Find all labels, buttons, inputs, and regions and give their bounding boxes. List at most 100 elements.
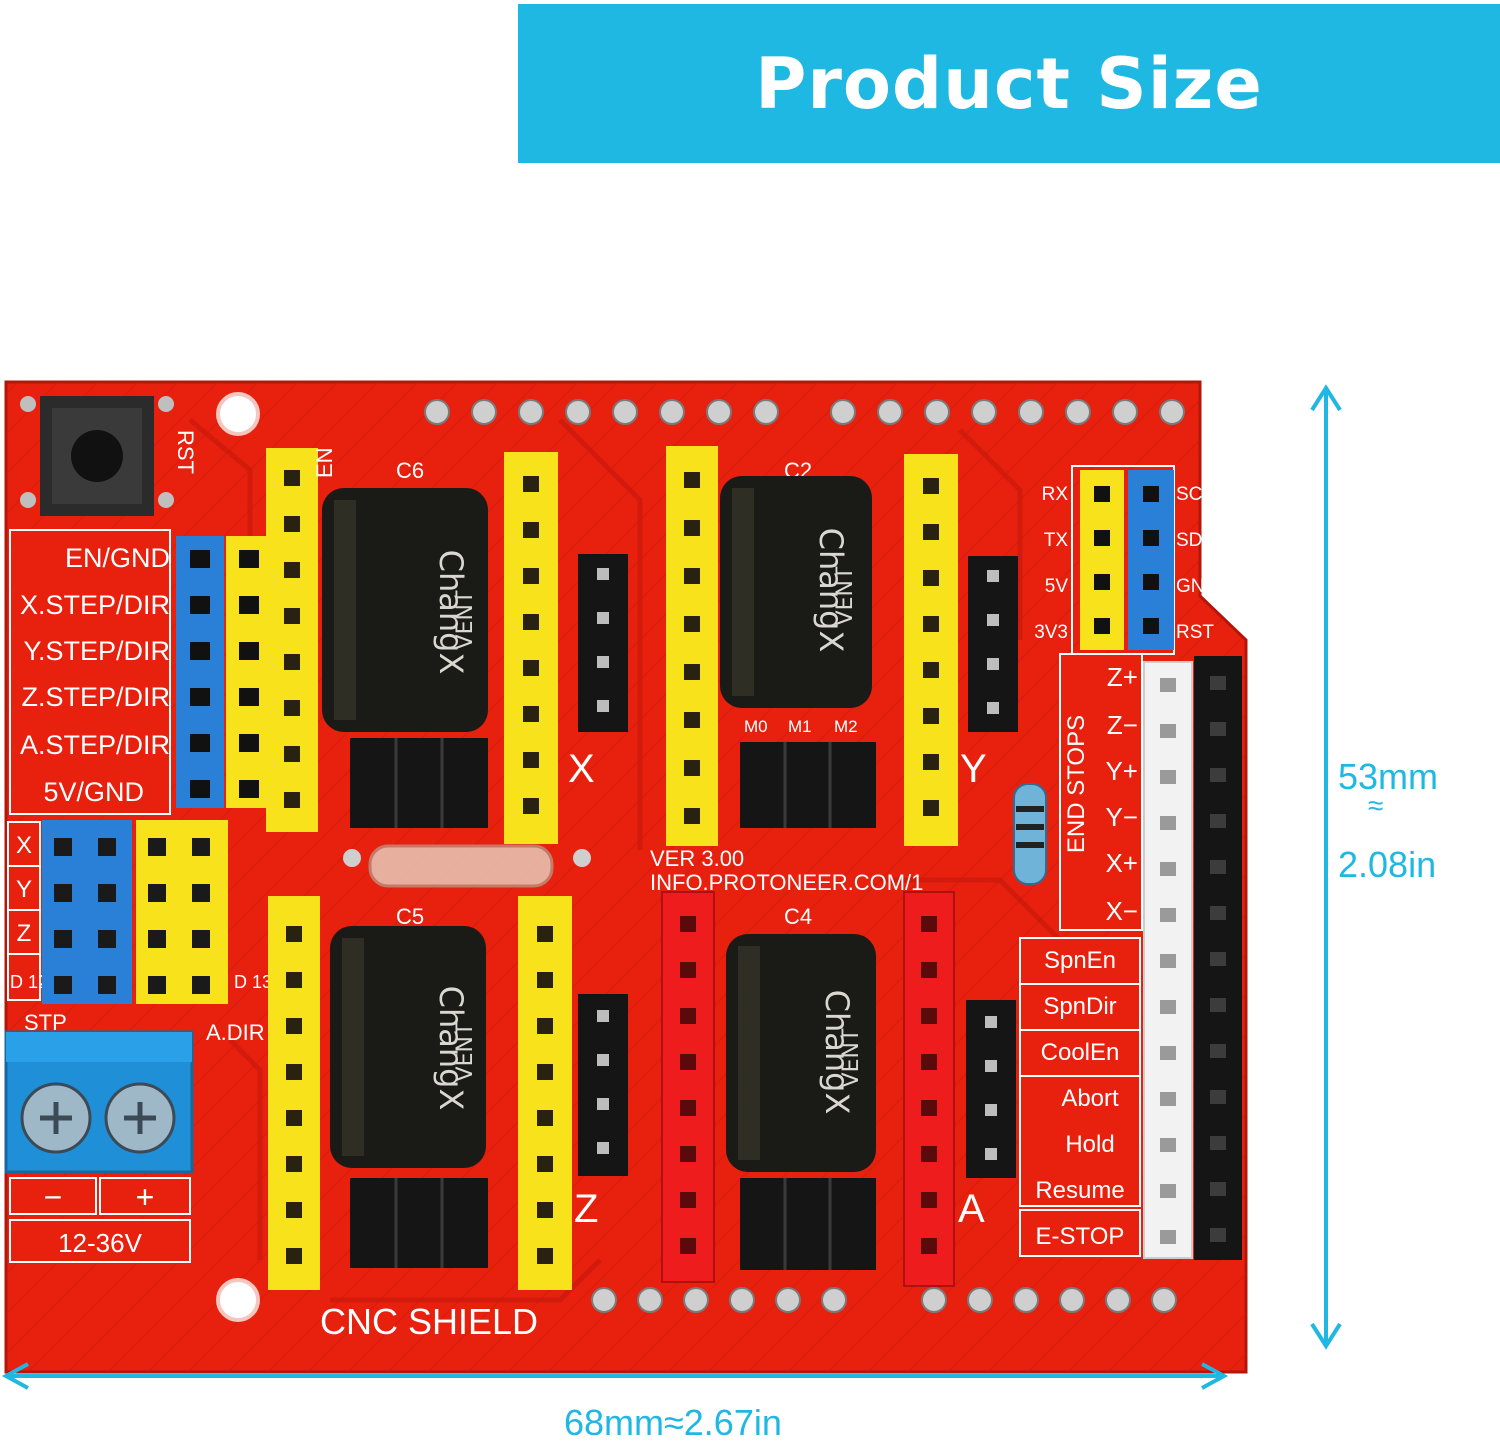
height-mm-label: 53mm: [1338, 756, 1439, 797]
website-label: INFO.PROTONEER.COM/1: [650, 870, 923, 895]
i2c-header-blue: [1128, 470, 1174, 650]
driver-socket-a-left: [661, 891, 715, 1283]
end-stops-title: END STOPS: [1063, 715, 1090, 853]
driver-axis-y: Y: [960, 747, 987, 791]
i2c-label-rst: RST: [1176, 622, 1214, 643]
end-stop-z-minus: Z−: [1107, 710, 1138, 740]
microstep-label-m0: M0: [744, 717, 768, 736]
driver-socket-y-left: [666, 446, 718, 846]
microstep-label-m2: M2: [834, 717, 858, 736]
terminal-minus-label: −: [44, 1179, 63, 1215]
end-stop-y-minus: Y−: [1105, 802, 1138, 832]
uart-label-5v: 5V: [1045, 576, 1069, 597]
svg-text:VENT: VENT: [453, 590, 478, 649]
pin-label-en-gnd: EN/GND: [65, 543, 170, 573]
driver-socket-a-right: [903, 891, 955, 1287]
power-terminal-block: [4, 1030, 194, 1174]
uart-label-3v3: 3V3: [1034, 622, 1068, 643]
driver-axis-z: Z: [574, 1187, 598, 1231]
microstep-jumpers-a: [740, 1178, 876, 1270]
uart-header-yellow: [1080, 470, 1124, 650]
version-label: VER 3.00: [650, 846, 744, 871]
d13-label: D 13: [234, 972, 272, 992]
resistor: [1013, 783, 1047, 885]
height-dimension-arrow: [1310, 384, 1342, 1350]
microstep-jumpers-z: [350, 1178, 488, 1268]
svg-text:VENT: VENT: [839, 1028, 864, 1087]
svg-text:ChangX: ChangX: [432, 986, 470, 1111]
left-pin-header-blue: [176, 536, 224, 808]
svg-text:ChangX: ChangX: [812, 528, 850, 653]
control-label-abort: Abort: [1061, 1085, 1119, 1112]
end-stop-x-plus: X+: [1105, 848, 1138, 878]
cap-label-c4: C4: [784, 904, 812, 929]
width-label: 68mm≈2.67in: [564, 1402, 782, 1443]
end-stop-y-plus: Y+: [1105, 756, 1138, 786]
d12-label: D 12: [10, 972, 48, 992]
pin-label-y-step-dir: Y.STEP/DIR: [23, 636, 170, 666]
mounting-hole: [216, 1278, 260, 1322]
i2c-label-gnd: GND: [1176, 576, 1218, 597]
width-dimension-arrow: [1, 1362, 1229, 1390]
mounting-hole: [216, 392, 260, 436]
voltage-label: 12-36V: [58, 1228, 142, 1258]
microstep-label-m1: M1: [788, 717, 812, 736]
pin-label-z-step-dir: Z.STEP/DIR: [21, 682, 170, 712]
banner-title: Product Size: [755, 42, 1263, 125]
uart-label-rx: RX: [1042, 484, 1069, 505]
cap-label-c6: C6: [396, 458, 424, 483]
axis-clone-header-blue: [42, 820, 132, 1004]
control-header-white: [1143, 661, 1193, 1259]
enable-label: EN: [312, 447, 337, 478]
microstep-jumpers-y: [740, 742, 876, 828]
pin-label-5v-gnd: 5V/GND: [43, 777, 144, 807]
driver-socket-x-left: [266, 448, 318, 832]
pin-label-x-step-dir: X.STEP/DIR: [20, 590, 170, 620]
capacitor-c4: ChangX VENT: [726, 934, 876, 1172]
svg-text:ChangX: ChangX: [432, 550, 470, 675]
control-label-estop: E-STOP: [1036, 1223, 1125, 1250]
driver-axis-x: X: [568, 747, 595, 791]
svg-text:VENT: VENT: [833, 566, 858, 625]
pin-label-a-step-dir: A.STEP/DIR: [20, 730, 170, 760]
control-label-spnen: SpnEn: [1044, 947, 1116, 974]
control-label-spndir: SpnDir: [1043, 993, 1116, 1020]
control-label-resume: Resume: [1035, 1177, 1124, 1204]
uart-label-tx: TX: [1044, 530, 1069, 551]
reset-label: RST: [173, 430, 198, 474]
shield-name: CNC SHIELD: [320, 1301, 538, 1342]
capacitor-c6: ChangX VENT: [322, 488, 488, 732]
reset-button: [20, 396, 174, 516]
driver-socket-y-right: [904, 454, 958, 846]
i2c-label-scl: SCL: [1176, 484, 1213, 505]
microstep-jumpers-x: [350, 738, 488, 828]
end-stop-x-minus: X−: [1105, 896, 1138, 926]
i2c-label-sda: SDA: [1176, 530, 1215, 551]
terminal-plus-label: +: [136, 1179, 155, 1215]
svg-text:ChangX: ChangX: [818, 990, 856, 1115]
height-in-label: 2.08in: [1338, 844, 1437, 885]
axis-letter-y: Y: [16, 876, 32, 903]
bottom-pin-row: [591, 1287, 1177, 1313]
end-stop-z-plus: Z+: [1107, 662, 1138, 692]
cap-label-c5: C5: [396, 904, 424, 929]
a-dir-label: A.DIR: [206, 1020, 265, 1045]
axis-letter-z: Z: [17, 920, 32, 947]
driver-socket-z-left: [268, 896, 320, 1290]
capacitor-c2: ChangX VENT: [720, 476, 872, 708]
control-label-coolen: CoolEn: [1041, 1039, 1120, 1066]
capacitor-c5: ChangX VENT: [330, 926, 486, 1168]
axis-letter-x: X: [16, 832, 32, 859]
fuse: [343, 844, 591, 888]
control-header-black: [1194, 656, 1242, 1260]
title-banner: Product Size: [518, 4, 1500, 163]
svg-text:VENT: VENT: [453, 1022, 478, 1081]
driver-socket-x-right: [504, 452, 558, 844]
top-pin-row: [424, 399, 1185, 425]
left-pin-header-yellow: [226, 536, 272, 808]
control-label-hold: Hold: [1065, 1131, 1114, 1158]
height-approx-symbol: ≈: [1368, 790, 1384, 821]
driver-socket-z-right: [518, 896, 572, 1290]
axis-clone-header-yellow: [136, 820, 228, 1004]
